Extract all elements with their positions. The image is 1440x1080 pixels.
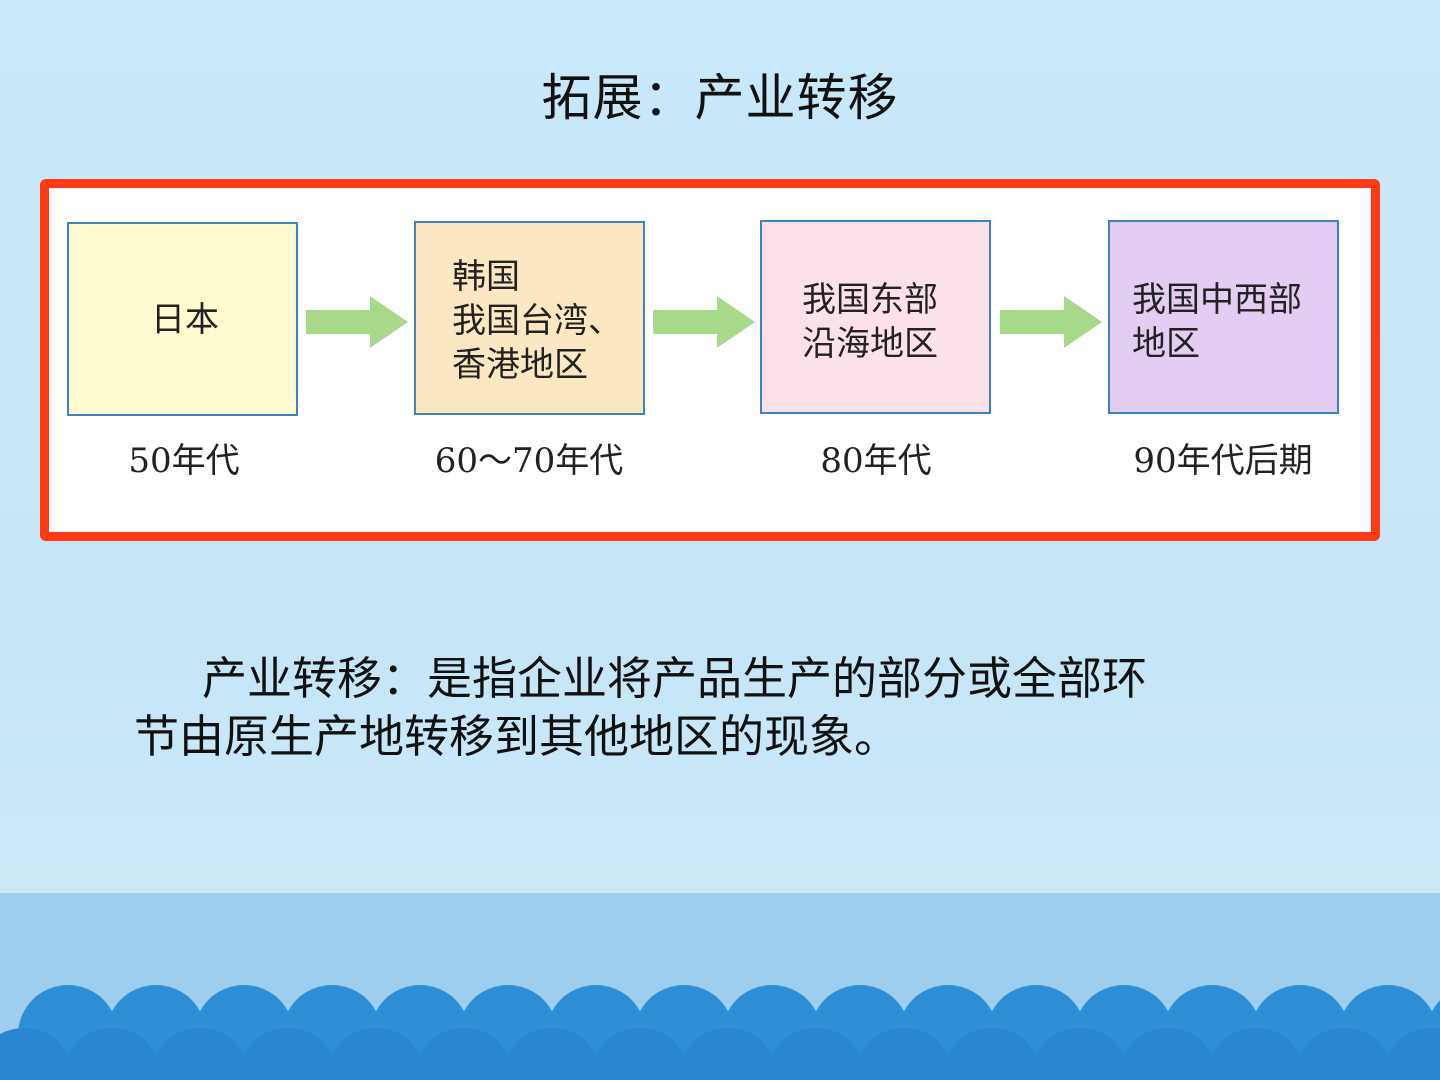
stage-label: 我国中西部 地区 <box>1132 280 1302 364</box>
industry-transfer-diagram: 日本 50年代 韩国 我国台湾、 香港地区 60～70年代 我国东部 沿海地区 … <box>40 179 1380 541</box>
definition-text: 产业转移：是指企业将产品生产的部分或全部环 节由原生产地转移到其他地区的现象。 <box>134 650 1314 766</box>
stage-era-label: 50年代 <box>128 441 240 481</box>
definition-line-1: 产业转移：是指企业将产品生产的部分或全部环 <box>202 652 1148 705</box>
stage-label: 韩国 我国台湾、 香港地区 <box>452 257 622 385</box>
arrow-icon <box>306 296 408 348</box>
stage-era-label: 80年代 <box>820 441 932 481</box>
arrow-icon <box>1000 296 1102 348</box>
stage-label: 我国东部 沿海地区 <box>802 280 938 364</box>
stage-box-korea-taiwan-hongkong: 韩国 我国台湾、 香港地区 <box>414 221 645 415</box>
definition-line-2: 节由原生产地转移到其他地区的现象。 <box>134 710 900 763</box>
stage-box-japan: 日本 <box>67 222 298 416</box>
wave-decoration <box>0 985 1440 1080</box>
arrow-icon <box>653 296 755 348</box>
stage-era-label: 60～70年代 <box>434 441 624 481</box>
stage-box-central-western: 我国中西部 地区 <box>1108 220 1339 414</box>
slide-title: 拓展：产业转移 <box>541 69 899 127</box>
stage-era-label: 90年代后期 <box>1133 441 1313 481</box>
stage-label: 日本 <box>151 300 219 340</box>
stage-box-eastern-coastal: 我国东部 沿海地区 <box>760 220 991 414</box>
